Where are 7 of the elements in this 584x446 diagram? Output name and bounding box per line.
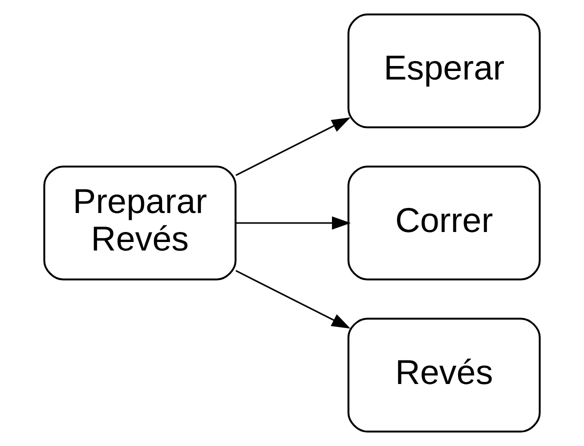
node-box: Esperar <box>348 14 541 128</box>
node-box: Correr <box>348 166 541 280</box>
node-box: Revés <box>348 318 541 432</box>
arrow <box>236 216 351 230</box>
arrow <box>236 117 351 176</box>
arrow <box>236 270 351 329</box>
node-box: Preparar Revés <box>43 166 236 280</box>
